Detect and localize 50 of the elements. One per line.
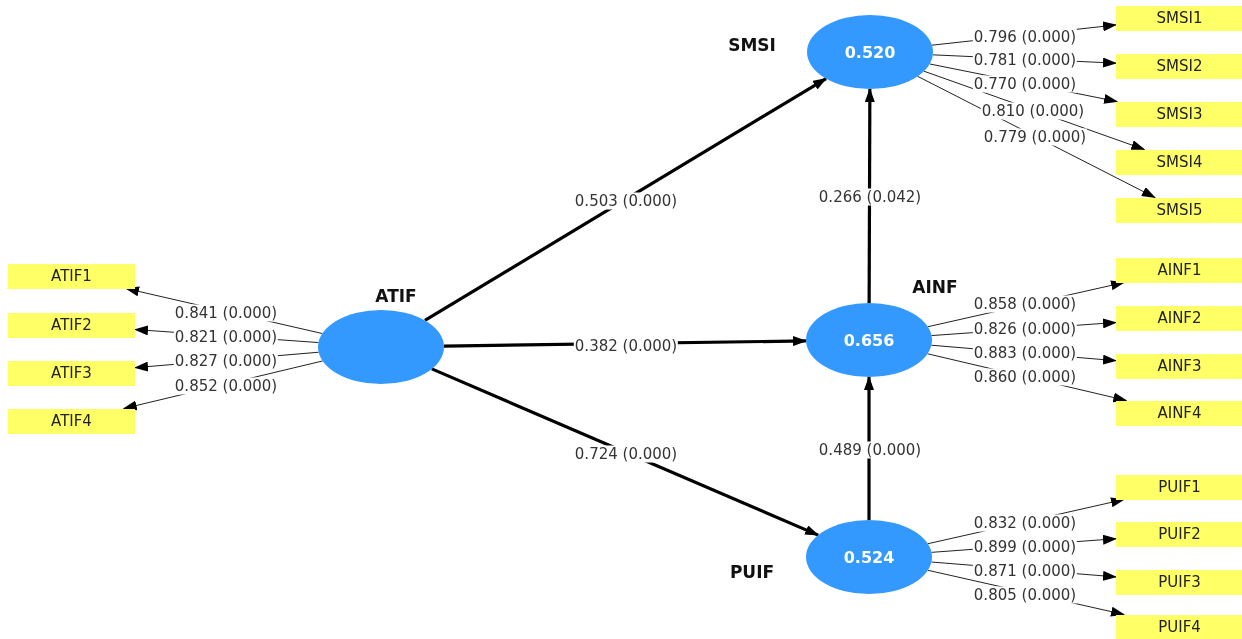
edge-label: 0.796 (0.000) (972, 28, 1078, 46)
indicator-label: PUIF3 (1116, 569, 1242, 595)
indicator-label: SMSI2 (1116, 53, 1242, 79)
edge-label: 0.503 (0.000) (573, 192, 679, 210)
edge-label: 0.382 (0.000) (573, 337, 679, 355)
edge-label: 0.489 (0.000) (817, 441, 923, 459)
edge-label: 0.883 (0.000) (972, 344, 1078, 362)
edge-label: 0.899 (0.000) (972, 538, 1078, 556)
indicator-label: PUIF4 (1116, 614, 1242, 639)
r-squared-value: 0.656 (843, 330, 895, 350)
indicator-label: SMSI5 (1116, 197, 1242, 223)
path-arrow (864, 376, 874, 520)
construct-name: AINF (912, 277, 958, 297)
indicator-label: ATIF3 (8, 360, 135, 386)
edge-label: 0.832 (0.000) (972, 514, 1078, 532)
r-squared-value: 0.520 (844, 42, 896, 62)
edge-label: 0.827 (0.000) (173, 352, 279, 370)
edge-label: 0.779 (0.000) (982, 128, 1088, 146)
indicator-label: SMSI3 (1116, 101, 1242, 127)
indicator-label: AINF4 (1116, 400, 1242, 426)
indicator-label: ATIF4 (8, 408, 135, 434)
indicator-label: ATIF1 (8, 263, 135, 289)
edge-label: 0.724 (0.000) (573, 445, 679, 463)
edge-label: 0.852 (0.000) (173, 377, 279, 395)
edge-label: 0.805 (0.000) (972, 586, 1078, 604)
edge-label: 0.810 (0.000) (980, 102, 1086, 120)
edge-label: 0.826 (0.000) (972, 320, 1078, 338)
edge-label: 0.871 (0.000) (972, 562, 1078, 580)
construct-name: SMSI (728, 35, 776, 55)
edge-label: 0.770 (0.000) (972, 75, 1078, 93)
edge-label: 0.821 (0.000) (173, 328, 279, 346)
edge-label: 0.781 (0.000) (972, 51, 1078, 69)
indicator-label: ATIF2 (8, 312, 135, 338)
indicator-label: AINF3 (1116, 353, 1242, 379)
construct-name: PUIF (729, 562, 775, 582)
path-arrow (864, 88, 875, 303)
edge-label: 0.858 (0.000) (972, 295, 1078, 313)
path-arrow (431, 367, 820, 537)
path-arrow (424, 77, 827, 322)
edge-label: 0.860 (0.000) (972, 368, 1078, 386)
edge-label: 0.266 (0.042) (817, 188, 923, 206)
indicator-label: SMSI4 (1116, 149, 1242, 175)
edge-label: 0.841 (0.000) (173, 304, 279, 322)
indicator-label: PUIF2 (1116, 521, 1242, 547)
indicator-label: AINF2 (1116, 305, 1242, 331)
r-squared-value: 0.524 (843, 547, 895, 567)
indicator-label: AINF1 (1116, 257, 1242, 283)
construct-name: ATIF (375, 286, 417, 306)
indicator-label: SMSI1 (1116, 5, 1242, 31)
indicator-label: PUIF1 (1116, 474, 1242, 500)
